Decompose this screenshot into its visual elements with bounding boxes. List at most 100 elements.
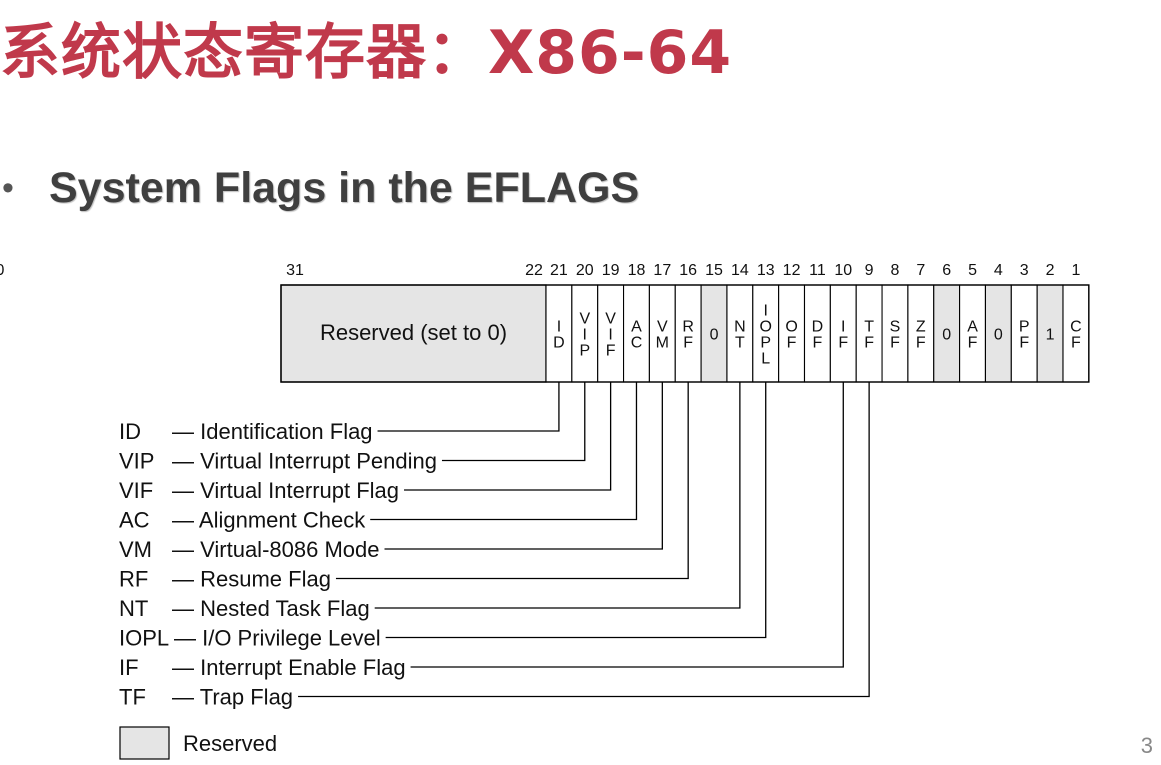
cell-label-char: F [1071, 335, 1081, 352]
cell-label-char: M [656, 335, 669, 352]
flag-description: — Alignment Check [172, 508, 366, 533]
flag-abbr: VM [119, 537, 152, 562]
bullet-marker: • [2, 169, 14, 207]
cell-label-char: D [553, 335, 565, 352]
leader-line [335, 382, 689, 580]
flag-description: — Identification Flag [172, 419, 373, 444]
cell-label-char: F [606, 343, 616, 360]
legend-swatch [119, 726, 170, 760]
cell-label-char: V [605, 311, 616, 328]
cell-label-char: O [759, 319, 771, 336]
cell-label-char: O [785, 319, 797, 336]
leader-line [377, 382, 560, 432]
cell-label-char: R [682, 319, 694, 336]
register-cell [829, 284, 857, 383]
cell-label-char: T [735, 335, 745, 352]
bit-number: 31 [286, 262, 304, 279]
flag-abbr: RF [119, 567, 148, 592]
register-outline [280, 284, 1090, 383]
bit-number: 16 [679, 262, 697, 279]
bit-number: 2 [1046, 262, 1055, 279]
slide-title: 系统状态寄存器：X86-64 [0, 18, 733, 88]
cell-label-char: 0 [942, 327, 951, 344]
register-cell [571, 284, 599, 383]
flag-description: — Resume Flag [172, 567, 331, 592]
bit-number: 12 [783, 262, 801, 279]
cell-label-char: F [890, 335, 900, 352]
bit-number: 17 [653, 262, 671, 279]
cell-label-char: I [557, 319, 561, 336]
cell-label-char: S [890, 319, 901, 336]
bit-number: 8 [891, 262, 900, 279]
register-cell [984, 284, 1012, 383]
cell-label-char: A [967, 319, 978, 336]
cell-label-char: N [734, 319, 746, 336]
bit-number: 7 [916, 262, 925, 279]
flag-description: — Virtual-8086 Mode [172, 537, 380, 562]
bit-number: 3 [1020, 262, 1029, 279]
flag-description: — I/O Privilege Level [174, 626, 381, 651]
flag-abbr: IF [119, 655, 139, 680]
cell-label-char: I [763, 303, 767, 320]
flag-abbr: IOPL [119, 626, 169, 651]
cell-label-char: F [813, 335, 823, 352]
bullet-text: System Flags in the EFLAGS [49, 164, 640, 212]
bit-number: 6 [942, 262, 951, 279]
register-cell [545, 284, 573, 383]
cell-label-char: L [761, 351, 770, 368]
register-cell [648, 284, 676, 383]
cell-label-char: Z [916, 319, 926, 336]
cell-label-char: D [812, 319, 824, 336]
flag-description: — Trap Flag [172, 685, 293, 710]
flag-description: — Virtual Interrupt Pending [172, 449, 437, 474]
leader-line [410, 382, 844, 668]
register-cell [752, 284, 780, 383]
bit-number: 22 [525, 262, 543, 279]
cell-label-char: C [631, 335, 643, 352]
bit-number: 9 [865, 262, 874, 279]
bit-number: 4 [994, 262, 1003, 279]
bit-number: 21 [550, 262, 568, 279]
cell-label-char: F [1019, 335, 1029, 352]
cell-label-char: C [1070, 319, 1082, 336]
flag-description: — Virtual Interrupt Flag [172, 478, 399, 503]
bit-number: 18 [628, 262, 646, 279]
cell-label-char: I [608, 327, 612, 344]
register-cell [855, 284, 883, 383]
cell-label-char: V [657, 319, 668, 336]
flag-abbr: ID [119, 419, 141, 444]
cell-label-char: F [916, 335, 926, 352]
flag-abbr: AC [119, 508, 150, 533]
cell-label-char: I [841, 319, 845, 336]
cell-label-char: 1 [1046, 327, 1055, 344]
flag-abbr: VIF [119, 478, 153, 503]
legend-label: Reserved [183, 731, 277, 756]
bit-number: 0 [0, 262, 5, 279]
register-cell [1062, 284, 1090, 383]
leader-line [441, 382, 586, 462]
cell-label-char: 0 [994, 327, 1003, 344]
cell-label-char: I [583, 327, 587, 344]
cell-label-char: F [683, 335, 693, 352]
leader-line [385, 382, 767, 639]
register-cell [907, 284, 935, 383]
cell-label-char: A [631, 319, 642, 336]
bit-number: 5 [968, 262, 977, 279]
flag-abbr: VIP [119, 449, 154, 474]
bit-number: 11 [809, 262, 826, 279]
flag-description: — Nested Task Flag [172, 596, 370, 621]
cell-label-char: P [579, 343, 590, 360]
flag-abbr: TF [119, 685, 146, 710]
bit-number: 20 [576, 262, 594, 279]
bit-number: 10 [834, 262, 852, 279]
cell-label-char: P [760, 335, 771, 352]
bit-number: 15 [705, 262, 723, 279]
register-cell [1036, 284, 1064, 383]
flag-description: — Interrupt Enable Flag [172, 655, 406, 680]
flag-abbr: NT [119, 596, 148, 621]
bit-number: 14 [731, 262, 749, 279]
cell-label-char: F [864, 335, 874, 352]
register-cell [1010, 284, 1038, 383]
page-number: 3 [1140, 733, 1153, 758]
